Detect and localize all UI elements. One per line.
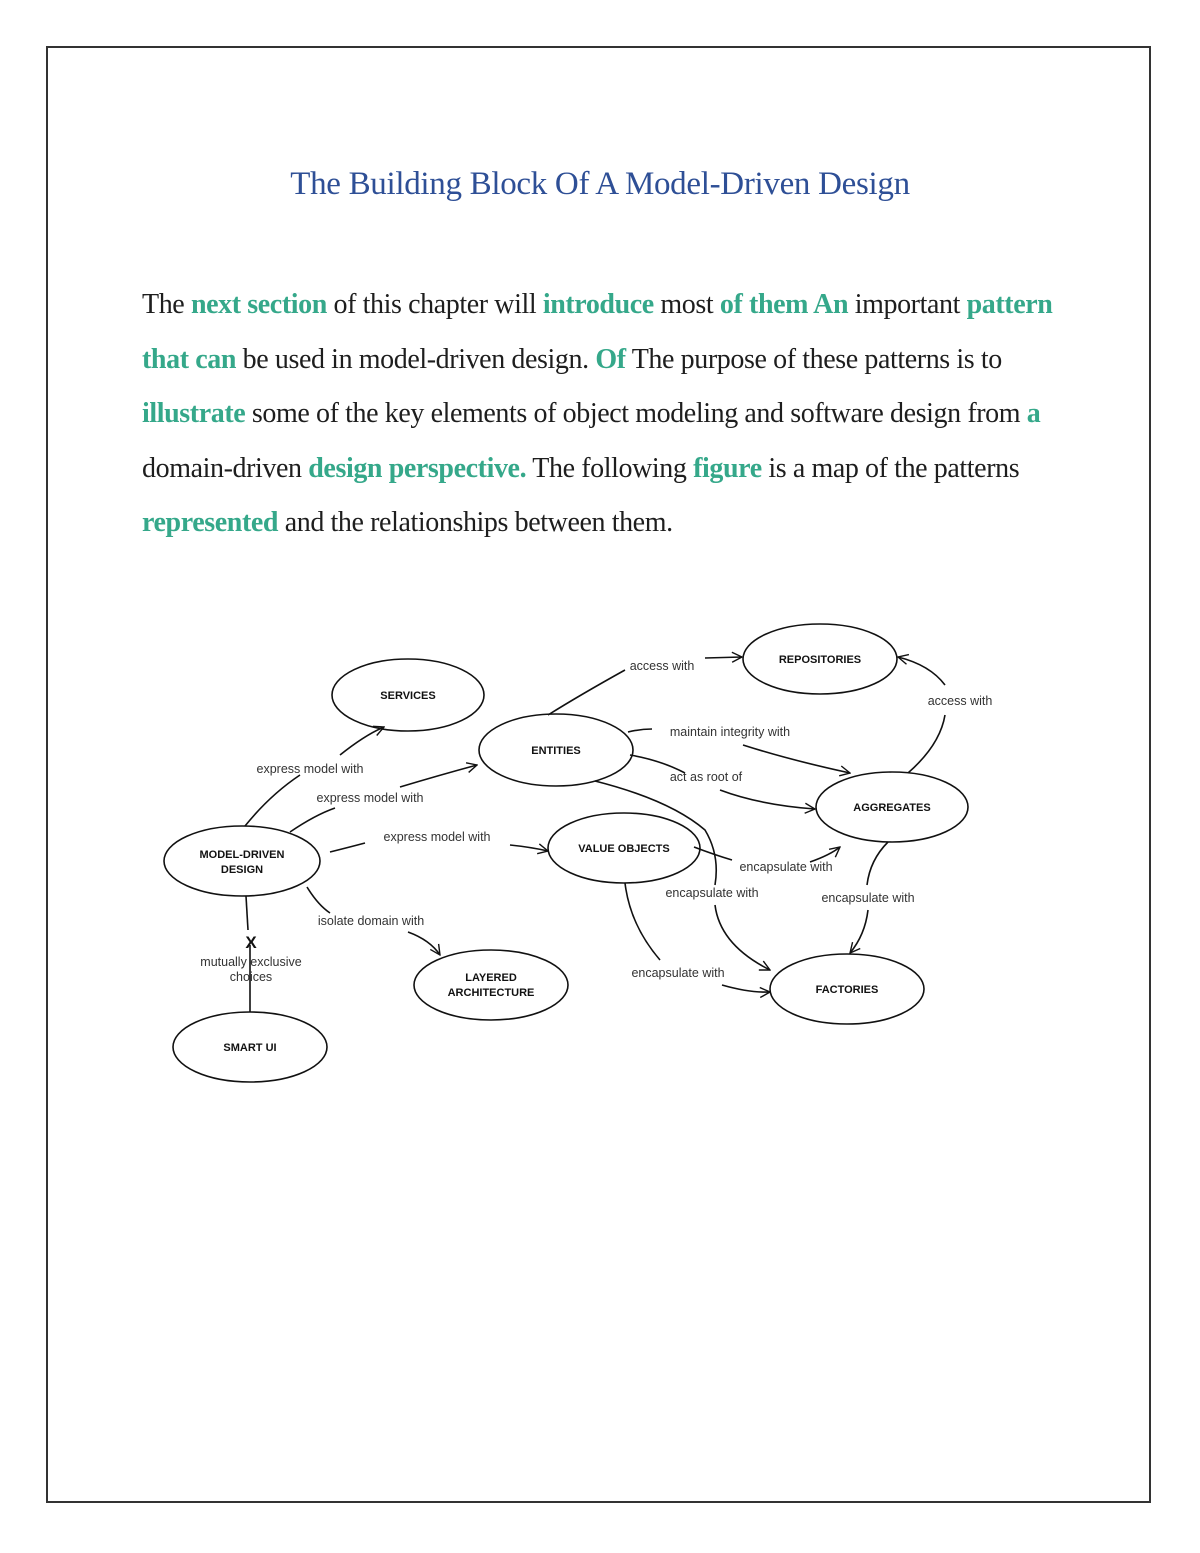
highlighted-phrase: design perspective. bbox=[308, 452, 527, 484]
diagram-svg: SERVICES ENTITIES REPOSITORIES AGGREGATE… bbox=[163, 623, 993, 1083]
edge-label-aggregates-repositories: access with bbox=[928, 694, 993, 708]
node-label-aggregates: AGGREGATES bbox=[853, 802, 930, 814]
node-label-entities: ENTITIES bbox=[531, 745, 581, 757]
node-label-factories: FACTORIES bbox=[816, 984, 879, 996]
node-model-driven-design bbox=[163, 825, 321, 897]
edge-label-vo-aggregates: encapsulate with bbox=[739, 860, 832, 874]
node-label-smart-ui: SMART UI bbox=[223, 1042, 276, 1054]
text-run: of this chapter will bbox=[326, 289, 543, 320]
mutually-exclusive-marker-icon: X bbox=[245, 933, 257, 952]
text-run: some of the key elements of object model… bbox=[245, 398, 1027, 429]
highlighted-phrase: illustrate bbox=[142, 398, 246, 429]
edge-label-mutually-2: choices bbox=[230, 970, 272, 984]
text-run: The purpose of these patterns is to bbox=[625, 343, 1003, 375]
text-run: domain-driven bbox=[142, 452, 309, 484]
text-run: is a map of the patterns bbox=[761, 452, 1020, 484]
text-run: and the relationships between them. bbox=[278, 507, 673, 538]
edge-label-mdd-entities: express model with bbox=[317, 791, 424, 805]
edge-label-vo-factories: encapsulate with bbox=[631, 966, 724, 980]
page-border bbox=[46, 46, 1151, 1503]
edge-label-maintain-integrity: maintain integrity with bbox=[670, 725, 790, 739]
highlighted-phrase: pattern that can bbox=[142, 289, 1053, 375]
edge-label-entities-repositories: access with bbox=[630, 659, 695, 673]
edge-label-mdd-layered: isolate domain with bbox=[318, 914, 424, 928]
node-layered-architecture bbox=[413, 949, 569, 1021]
text-run: The bbox=[142, 289, 191, 320]
node-label-services: SERVICES bbox=[380, 690, 435, 702]
node-entities bbox=[478, 713, 634, 787]
highlighted-phrase: a bbox=[1026, 398, 1041, 429]
node-label-model-driven-1: MODEL-DRIVEN bbox=[200, 849, 285, 861]
node-label-repositories: REPOSITORIES bbox=[779, 654, 861, 666]
edge-label-mdd-services: express model with bbox=[257, 762, 364, 776]
highlighted-phrase: next section bbox=[190, 289, 327, 320]
body-paragraph: The next section of this chapter will in… bbox=[142, 278, 1062, 551]
edge-label-act-as-root: act as root of bbox=[670, 770, 743, 784]
highlighted-phrase: figure bbox=[693, 452, 762, 484]
node-label-layered-2: ARCHITECTURE bbox=[448, 987, 535, 999]
highlighted-phrase: of them An bbox=[719, 289, 849, 320]
node-label-layered-1: LAYERED bbox=[465, 972, 517, 984]
edge-label-aggregates-factories: encapsulate with bbox=[821, 891, 914, 905]
highlighted-phrase: introduce bbox=[542, 289, 654, 320]
edge-label-mutually-1: mutually exclusive bbox=[200, 955, 301, 969]
edge-label-mdd-value-objects: express model with bbox=[384, 830, 491, 844]
text-run: most bbox=[653, 289, 720, 320]
node-label-model-driven-2: DESIGN bbox=[221, 864, 263, 876]
page-title: The Building Block Of A Model-Driven Des… bbox=[290, 166, 910, 202]
text-run: important bbox=[848, 289, 967, 320]
node-label-value-objects: VALUE OBJECTS bbox=[578, 843, 669, 855]
node-services bbox=[331, 658, 485, 732]
pattern-map-diagram: SERVICES ENTITIES REPOSITORIES AGGREGATE… bbox=[150, 615, 1030, 1095]
highlighted-phrase: Of bbox=[595, 343, 626, 375]
text-run: The following bbox=[526, 452, 694, 484]
edge-label-entities-factories: encapsulate with bbox=[665, 886, 758, 900]
highlighted-phrase: represented bbox=[142, 507, 279, 538]
text-run: be used in model-driven design. bbox=[236, 343, 596, 375]
